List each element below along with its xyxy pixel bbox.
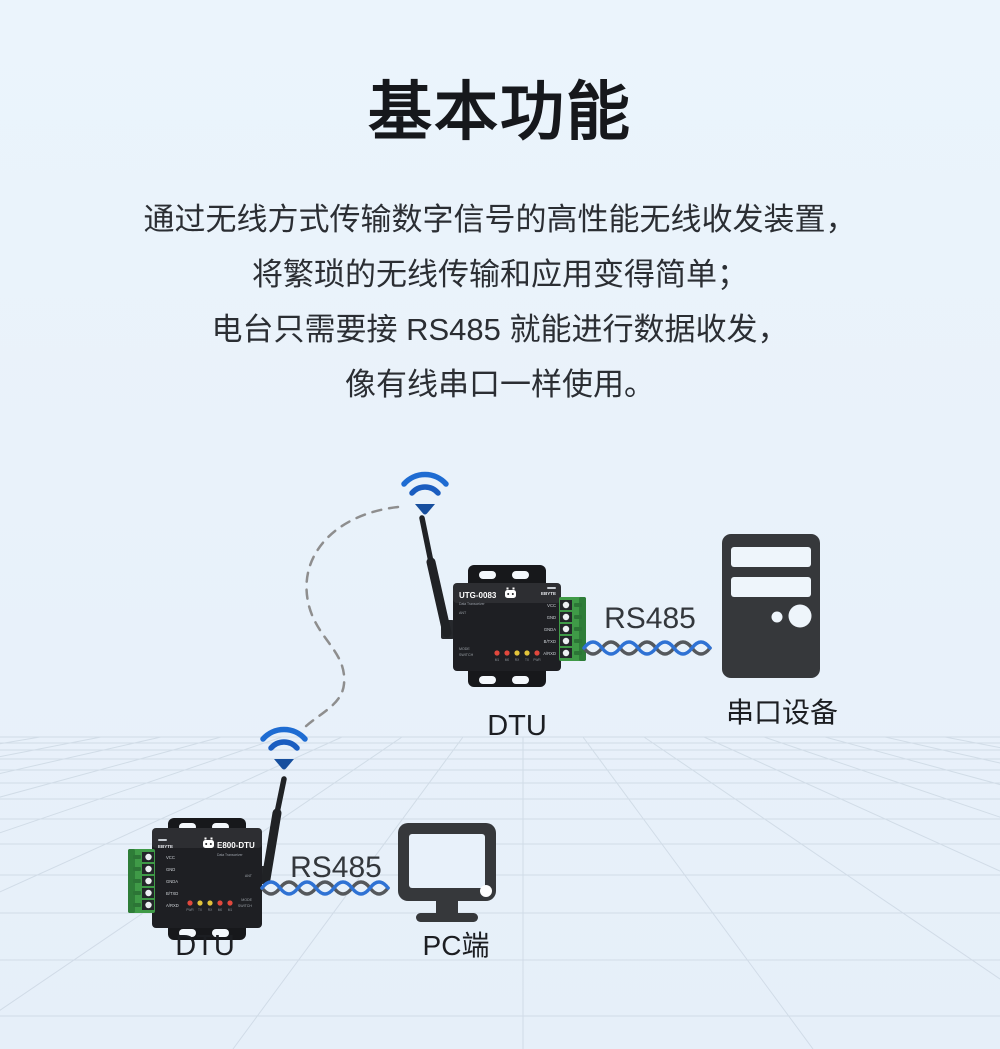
device-body: [152, 828, 262, 928]
dtu-device-top: UTG-0083 Data Transceiver EBYTE ANT VCC …: [419, 515, 586, 687]
wifi-signal-icon-top: [404, 475, 446, 515]
dtu-label-bottom: DTU: [175, 930, 235, 962]
svg-text:EBYTE: EBYTE: [541, 591, 556, 596]
description-line-4: 像有线串口一样使用。: [345, 367, 655, 402]
device-model: UTG-0083: [459, 591, 497, 600]
mounting-holes: [479, 571, 529, 684]
description-block: 通过无线方式传输数字信号的高性能无线收发装置， 将繁琐的无线传输和应用变得简单；…: [0, 192, 1000, 412]
dtu-device-bottom: E800-DTU Data Transceiver EBYTE VCC GND …: [128, 776, 287, 940]
terminal-block: [128, 849, 155, 913]
svg-text:SWITCH: SWITCH: [238, 904, 253, 908]
svg-text:A/RXD: A/RXD: [166, 903, 179, 908]
svg-text:EBYTE: EBYTE: [158, 844, 173, 849]
wireless-link-path: [299, 505, 400, 733]
svg-text:VCC: VCC: [166, 855, 175, 860]
svg-text:A/RXD: A/RXD: [543, 651, 556, 656]
ant-label: ANT: [245, 874, 253, 878]
svg-text:M1: M1: [495, 658, 500, 662]
device-subtitle: Data Transceiver: [217, 853, 243, 857]
description-line-3: 电台只需要接 RS485 就能进行数据收发，: [211, 312, 789, 347]
rs485-cable-top: [582, 640, 712, 656]
robot-logo-icon: [505, 587, 516, 598]
serial-device-label: 串口设备: [726, 697, 838, 728]
brand-logo: EBYTE: [158, 839, 173, 849]
svg-text:PWR: PWR: [533, 658, 541, 662]
svg-text:B/TXD: B/TXD: [544, 639, 556, 644]
pin-labels: VCC GND GNDA B/TXD A/RXD: [543, 603, 556, 656]
svg-text:B/TXD: B/TXD: [166, 891, 178, 896]
robot-logo-icon: [203, 837, 214, 848]
mode-switch-label: MODE SWITCH: [238, 898, 253, 908]
svg-text:TX: TX: [525, 658, 530, 662]
page-title: 基本功能: [368, 76, 632, 148]
svg-text:PWR: PWR: [186, 908, 194, 912]
svg-text:GND: GND: [547, 615, 556, 620]
svg-text:TX: TX: [198, 908, 203, 912]
serial-device-icon: [722, 534, 820, 678]
svg-text:RX: RX: [208, 908, 213, 912]
pc-monitor-icon: [398, 823, 496, 922]
svg-text:RX: RX: [515, 658, 520, 662]
led-indicators: PWR TX RX M0 M1: [186, 900, 233, 912]
mode-switch-label: MODE SWITCH: [459, 647, 474, 657]
description-line-1: 通过无线方式传输数字信号的高性能无线收发装置，: [143, 202, 857, 237]
device-body: [453, 583, 561, 671]
svg-text:MODE: MODE: [241, 898, 252, 902]
dtu-label-top: DTU: [487, 710, 547, 742]
svg-text:VCC: VCC: [547, 603, 556, 608]
device-subtitle: Data Transceiver: [459, 602, 485, 606]
svg-text:GND: GND: [166, 867, 175, 872]
svg-text:M0: M0: [218, 908, 223, 912]
svg-text:M1: M1: [228, 908, 233, 912]
description-line-2: 将繁琐的无线传输和应用变得简单；: [252, 257, 748, 292]
led-indicators: M1 M0 RX TX PWR: [494, 650, 541, 662]
svg-text:MODE: MODE: [459, 647, 470, 651]
antenna-icon: [419, 515, 454, 639]
rs485-label-bottom: RS485: [290, 851, 382, 884]
rs485-cable-bottom: [260, 880, 390, 896]
terminal-block: [559, 597, 586, 661]
svg-text:GNDA: GNDA: [544, 627, 556, 632]
ant-label: ANT: [459, 611, 467, 615]
pc-label: PC端: [423, 930, 490, 961]
brand-logo: EBYTE: [541, 587, 556, 596]
svg-text:M0: M0: [505, 658, 510, 662]
pin-labels: VCC GND GNDA B/TXD A/RXD: [166, 855, 179, 908]
device-model: E800-DTU: [217, 841, 255, 850]
svg-text:GNDA: GNDA: [166, 879, 178, 884]
rs485-label-top: RS485: [604, 602, 696, 635]
body-sheen: [152, 828, 262, 848]
svg-text:SWITCH: SWITCH: [459, 653, 474, 657]
